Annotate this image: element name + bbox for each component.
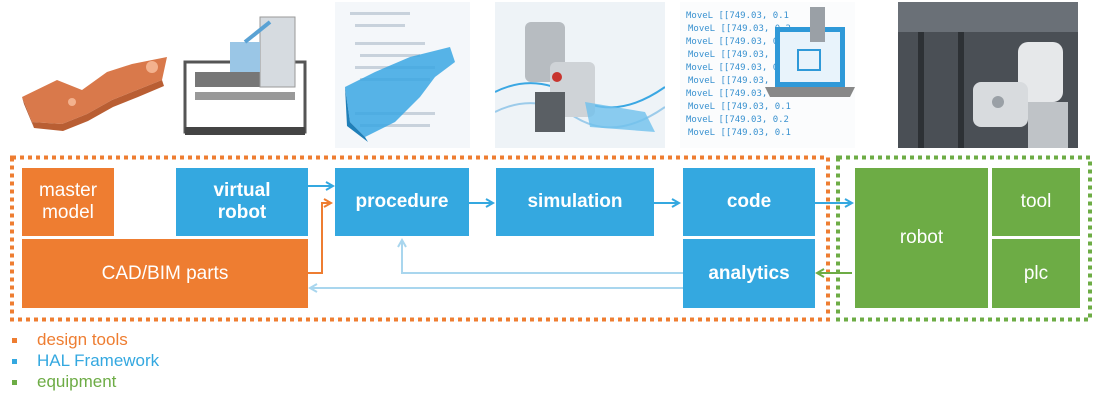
arrow-cad-to-procedure	[308, 203, 331, 274]
legend-label: design tools	[37, 330, 128, 349]
legend-marker-icon	[12, 379, 17, 385]
plc-box: plc	[992, 239, 1080, 308]
legend-item-equipment: equipment	[12, 372, 116, 392]
tool-box: tool	[992, 168, 1080, 236]
simulation-box: simulation	[496, 168, 654, 236]
code-line: MoveL [[749.03, 0.1	[686, 37, 789, 47]
code-line: MoveL [[749.03, 0.1	[688, 102, 791, 112]
arrow-analytics-to-procedure	[402, 240, 683, 274]
legend-marker-icon	[12, 358, 17, 364]
code-line: MoveL [[749.03, 0.1	[686, 63, 789, 73]
master-model-box: master model	[22, 168, 114, 236]
legend-marker-icon	[12, 337, 17, 343]
virtual-robot-box: virtual robot	[176, 168, 308, 236]
code-line: MoveL [[749.03, 0.1	[688, 128, 791, 138]
code-line: MoveL [[749.03, 0.2	[686, 115, 789, 125]
analytics-box: analytics	[683, 239, 815, 308]
cad-bim-parts-box: CAD/BIM parts	[22, 239, 308, 308]
code-line: MoveL [[749.03, 0.4	[686, 89, 789, 99]
part-model-photo	[22, 57, 167, 131]
code-line: MoveL [[749.03, 0.3	[688, 50, 791, 60]
equipment-frame	[836, 155, 1092, 322]
simulation-photo	[495, 2, 665, 148]
design-tools-frame	[10, 155, 830, 322]
code-box: code	[683, 168, 815, 236]
legend-label: HAL Framework	[37, 351, 160, 370]
virtual-robot-cell-photo	[183, 16, 307, 135]
legend-label: equipment	[37, 372, 117, 391]
procedure-graph-photo	[335, 2, 470, 148]
physical-robot-photo	[898, 2, 1078, 148]
code-line: MoveL [[749.03, 0.2	[688, 76, 791, 86]
procedure-box: procedure	[335, 168, 469, 236]
legend-item-hal-framework: HAL Framework	[12, 351, 159, 371]
code-line: MoveL [[749.03, 0.1	[686, 11, 789, 21]
code-line: MoveL [[749.03, 0.2	[688, 24, 791, 34]
robot-box: robot	[855, 168, 988, 308]
legend-item-design-tools: design tools	[12, 330, 128, 350]
